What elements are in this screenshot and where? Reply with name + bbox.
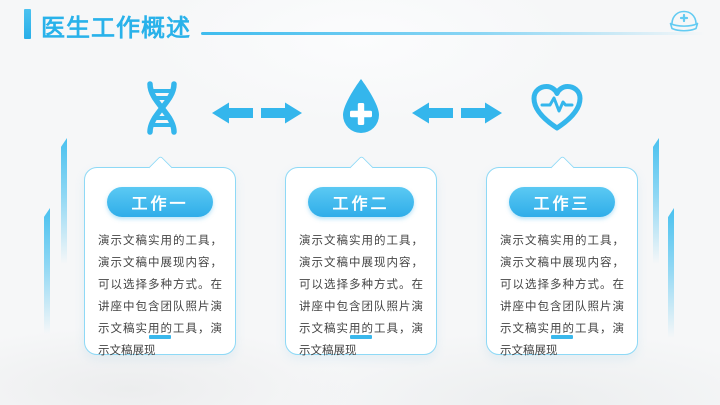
medical-drop-icon <box>339 77 383 142</box>
heartbeat-heart-icon <box>529 82 585 139</box>
right-deco-bar <box>653 138 659 264</box>
work-card-1: 工作一 演示文稿实用的工具，演示文稿中展现内容，可以选择多种方式。在讲座中包含团… <box>84 155 236 357</box>
right-deco-bar <box>668 208 674 338</box>
card-title-pill: 工作一 <box>107 187 213 217</box>
card-body-text: 演示文稿实用的工具，演示文稿中展现内容，可以选择多种方式。在讲座中包含团队照片演… <box>98 235 222 357</box>
left-deco-bar <box>61 138 67 264</box>
title-underline <box>201 32 705 35</box>
card-tail-pointer <box>550 155 575 180</box>
card-title-pill: 工作二 <box>308 187 414 217</box>
double-arrow-icon <box>212 100 302 131</box>
left-deco-bar <box>44 208 50 334</box>
card-bottom-dash <box>149 335 171 339</box>
card-body-text: 演示文稿实用的工具，演示文稿中展现内容，可以选择多种方式。在讲座中包含团队照片演… <box>500 235 624 357</box>
work-card-3: 工作三 演示文稿实用的工具，演示文稿中展现内容，可以选择多种方式。在讲座中包含团… <box>486 155 638 357</box>
card-tail-pointer <box>349 155 374 180</box>
card-bottom-dash <box>350 335 372 339</box>
card-title-pill: 工作三 <box>509 187 615 217</box>
card-body-text: 演示文稿实用的工具，演示文稿中展现内容，可以选择多种方式。在讲座中包含团队照片演… <box>299 235 423 357</box>
card-tail-pointer <box>148 155 173 180</box>
page-title: 医生工作概述 <box>41 15 191 42</box>
nurse-cap-icon <box>667 8 701 34</box>
double-arrow-icon <box>412 100 502 131</box>
dna-icon <box>136 80 188 141</box>
card-bottom-dash <box>551 335 573 339</box>
work-card-2: 工作二 演示文稿实用的工具，演示文稿中展现内容，可以选择多种方式。在讲座中包含团… <box>285 155 437 357</box>
title-accent-bar <box>24 9 31 39</box>
